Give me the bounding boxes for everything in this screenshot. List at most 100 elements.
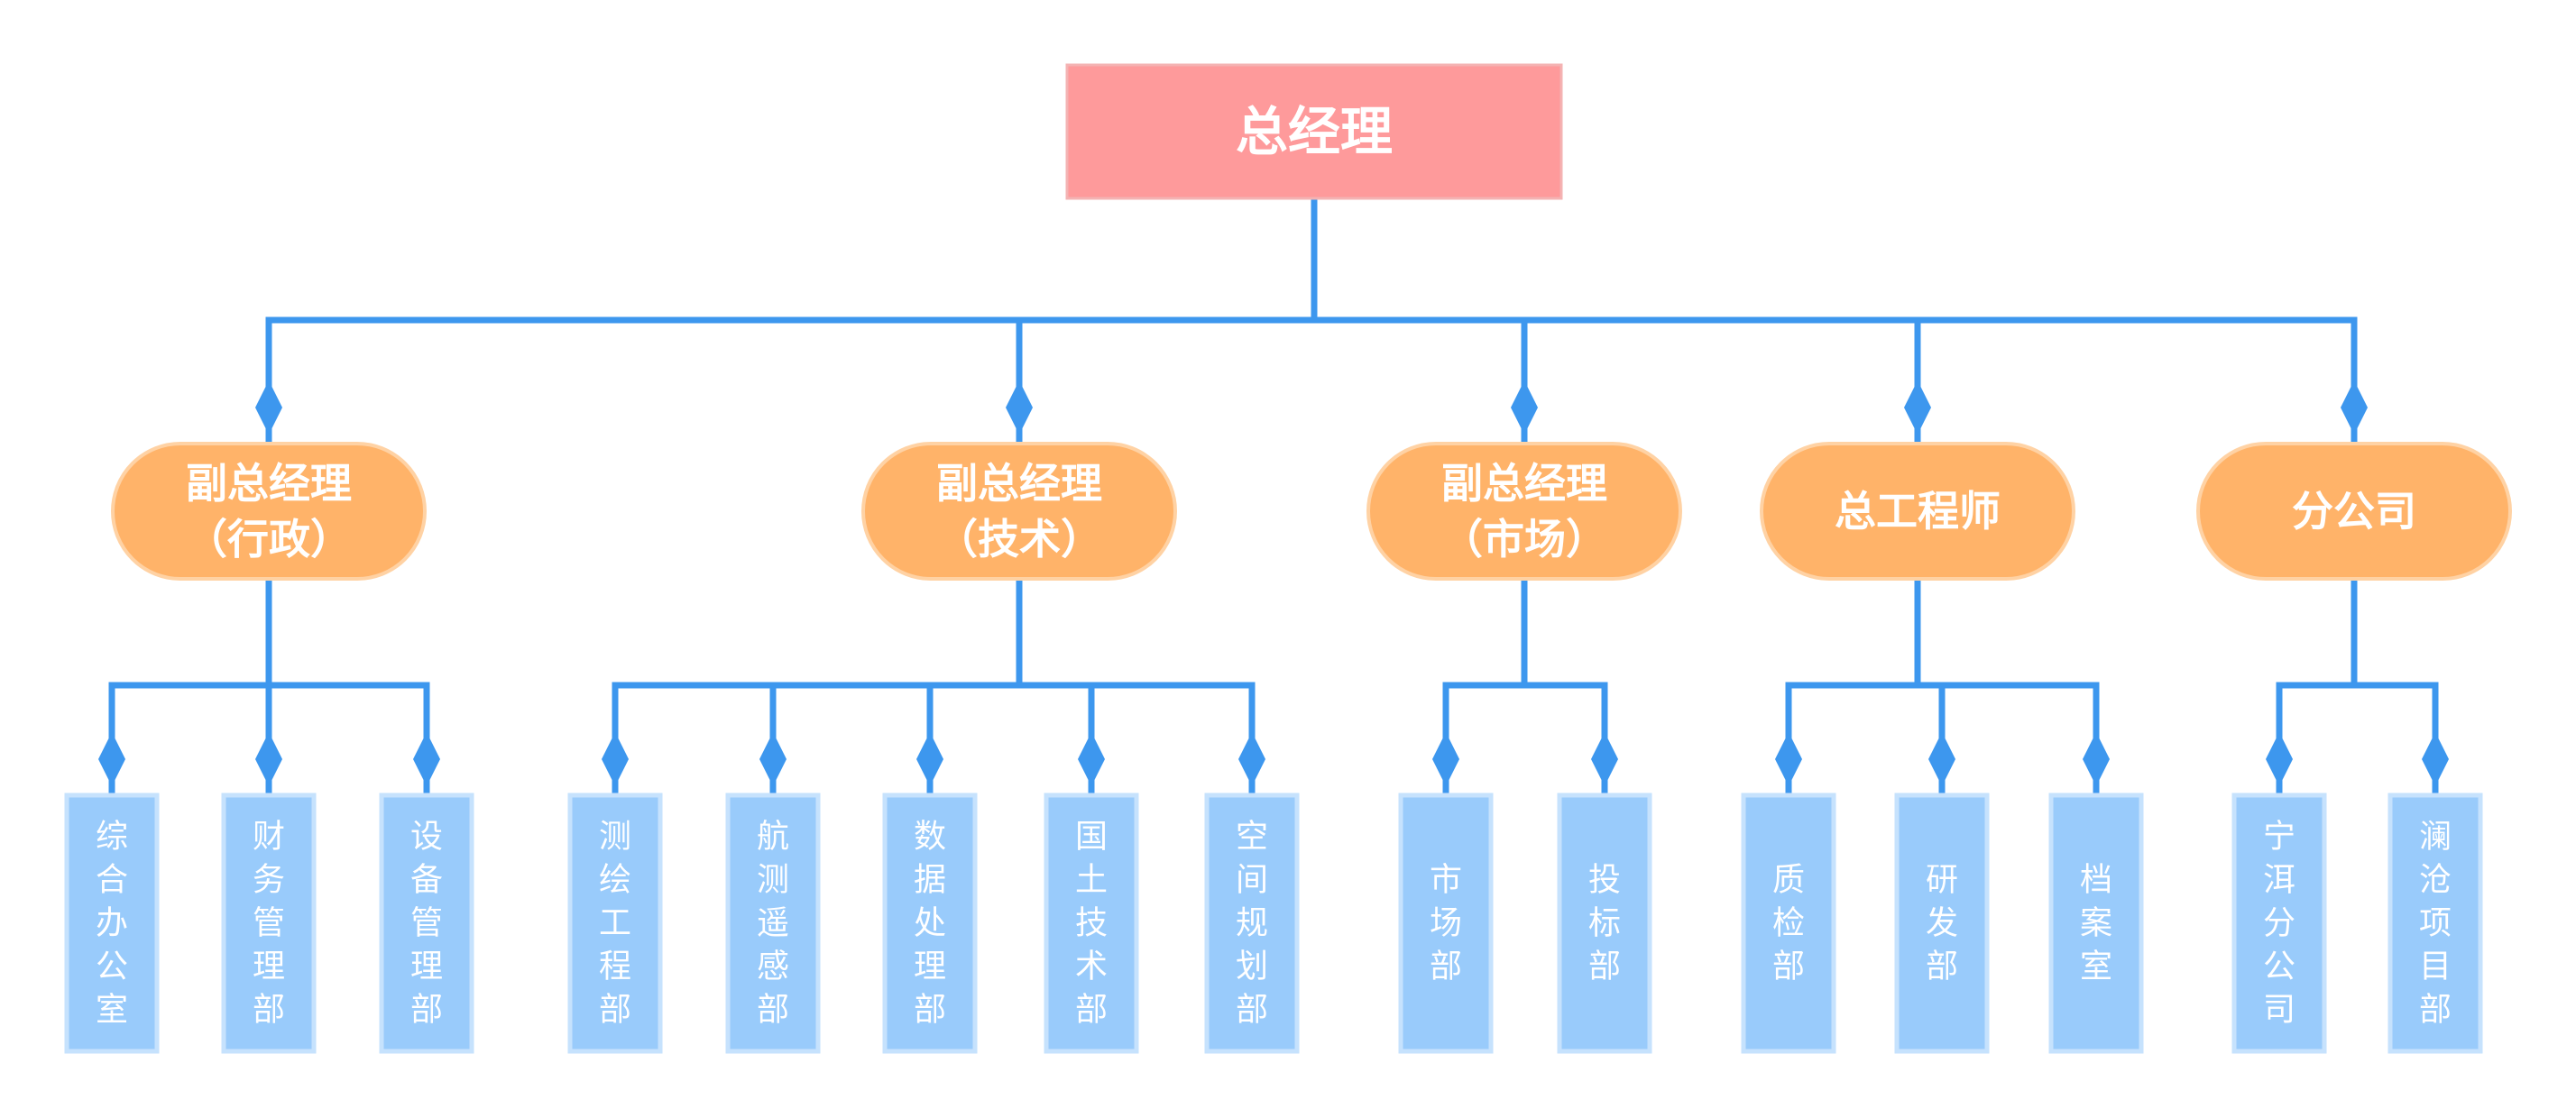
department-node-char: 管 bbox=[253, 905, 285, 942]
department-node-char: 合 bbox=[96, 862, 128, 899]
department-node-char: 备 bbox=[410, 862, 443, 899]
department-node-box bbox=[2048, 793, 2144, 1054]
chart-nodes: 总经理副总经理（行政）综合办公室财务管理部设备管理部副总经理（技术）测绘工程部航… bbox=[64, 63, 2512, 1054]
department-node-char: 程 bbox=[599, 948, 631, 985]
manager-node-label: 总工程师 bbox=[1835, 487, 2001, 536]
connector-arrow-diamond bbox=[413, 732, 440, 786]
department-node-box bbox=[567, 793, 663, 1054]
department-node-box bbox=[2231, 793, 2327, 1054]
department-node-char: 室 bbox=[2080, 948, 2112, 985]
department-node-char: 公 bbox=[2263, 948, 2295, 985]
department-node: 市场部 bbox=[1398, 793, 1494, 1054]
department-node-char: 据 bbox=[914, 862, 946, 899]
department-node-char: 划 bbox=[1236, 948, 1268, 985]
department-node-char: 工 bbox=[599, 905, 631, 942]
department-node-char: 市 bbox=[1430, 862, 1462, 899]
department-node-box bbox=[1894, 793, 1990, 1054]
manager-node-label: 副总经理 bbox=[1441, 459, 1607, 508]
department-node-char: 理 bbox=[914, 948, 946, 985]
connector-arrow-diamond bbox=[1006, 380, 1033, 435]
department-node-char: 财 bbox=[253, 819, 285, 856]
department-node-char: 数 bbox=[914, 819, 946, 856]
connector-arrow-diamond bbox=[1591, 732, 1618, 786]
connector-arrow-diamond bbox=[1775, 732, 1802, 786]
connector-arrow-diamond bbox=[98, 732, 125, 786]
department-node-char: 空 bbox=[1236, 819, 1268, 856]
manager-node-branch: 分公司 bbox=[2196, 442, 2512, 581]
root-node: 总经理 bbox=[1065, 63, 1563, 200]
connector-arrow-diamond bbox=[1904, 380, 1931, 435]
connector-arrow-diamond bbox=[2422, 732, 2449, 786]
manager-node-chief-engineer: 总工程师 bbox=[1760, 442, 2075, 581]
connector-arrow-diamond bbox=[602, 732, 629, 786]
department-node-char: 部 bbox=[1075, 992, 1108, 1029]
manager-node-label: 副总经理 bbox=[936, 459, 1102, 508]
department-node-char: 质 bbox=[1772, 862, 1805, 899]
department-node-char: 案 bbox=[2080, 905, 2112, 942]
department-node-char: 项 bbox=[2419, 905, 2452, 942]
department-node-box bbox=[1398, 793, 1494, 1054]
department-node-char: 设 bbox=[410, 819, 443, 856]
department-node-char: 公 bbox=[96, 948, 128, 985]
department-node-char: 部 bbox=[253, 992, 285, 1029]
department-node-char: 土 bbox=[1075, 862, 1108, 899]
department-node-char: 投 bbox=[1588, 862, 1621, 899]
department-node-char: 遥 bbox=[757, 905, 789, 942]
connector-arrow-diamond bbox=[916, 732, 943, 786]
manager-node-label: （行政） bbox=[186, 515, 352, 564]
department-node-char: 部 bbox=[1430, 948, 1462, 985]
root-node-box bbox=[1065, 63, 1563, 200]
department-node-char: 航 bbox=[757, 819, 789, 856]
department-node-char: 国 bbox=[1075, 819, 1108, 856]
department-node-char: 测 bbox=[757, 862, 789, 899]
manager-node-label: （技术） bbox=[936, 515, 1102, 564]
department-node-char: 宁 bbox=[2263, 819, 2295, 856]
department-node-char: 部 bbox=[757, 992, 789, 1029]
connector-arrow-diamond bbox=[1078, 732, 1105, 786]
department-node-char: 标 bbox=[1588, 905, 1621, 942]
manager-node-box bbox=[861, 442, 1177, 581]
department-node-char: 办 bbox=[96, 905, 128, 942]
department-node-char: 处 bbox=[914, 905, 946, 942]
department-node-char: 部 bbox=[1772, 948, 1805, 985]
root-node-label: 总经理 bbox=[1236, 101, 1393, 162]
department-node-char: 目 bbox=[2419, 948, 2452, 985]
department-node-char: 间 bbox=[1236, 862, 1268, 899]
department-node-char: 分 bbox=[2263, 905, 2295, 942]
department-node-char: 部 bbox=[1926, 948, 1958, 985]
department-node: 研发部 bbox=[1894, 793, 1990, 1054]
connector-lines bbox=[98, 195, 2449, 795]
department-node-char: 部 bbox=[914, 992, 946, 1029]
department-node-char: 感 bbox=[757, 948, 789, 985]
department-node-char: 管 bbox=[410, 905, 443, 942]
department-node-box bbox=[2387, 793, 2483, 1054]
department-node-char: 澜 bbox=[2419, 819, 2452, 856]
department-node-char: 室 bbox=[96, 992, 128, 1029]
department-node: 档案室 bbox=[2048, 793, 2144, 1054]
department-node-char: 场 bbox=[1430, 905, 1462, 942]
department-node-char: 检 bbox=[1772, 905, 1805, 942]
department-node-box bbox=[64, 793, 160, 1054]
manager-node-market: 副总经理 （市场） bbox=[1366, 442, 1682, 581]
department-node-box bbox=[379, 793, 474, 1054]
department-node-box bbox=[1741, 793, 1836, 1054]
manager-node-label: （市场） bbox=[1441, 515, 1607, 564]
manager-node-label: 副总经理 bbox=[186, 459, 352, 508]
connector-arrow-diamond bbox=[2266, 732, 2293, 786]
department-node-char: 规 bbox=[1236, 905, 1268, 942]
department-node-char: 部 bbox=[410, 992, 443, 1029]
department-node-box bbox=[882, 793, 978, 1054]
connector-arrow-diamond bbox=[2083, 732, 2110, 786]
manager-node-box bbox=[2196, 442, 2512, 581]
department-node-char: 务 bbox=[253, 862, 285, 899]
department-node: 质检部 bbox=[1741, 793, 1836, 1054]
connector-arrow-diamond bbox=[255, 732, 282, 786]
